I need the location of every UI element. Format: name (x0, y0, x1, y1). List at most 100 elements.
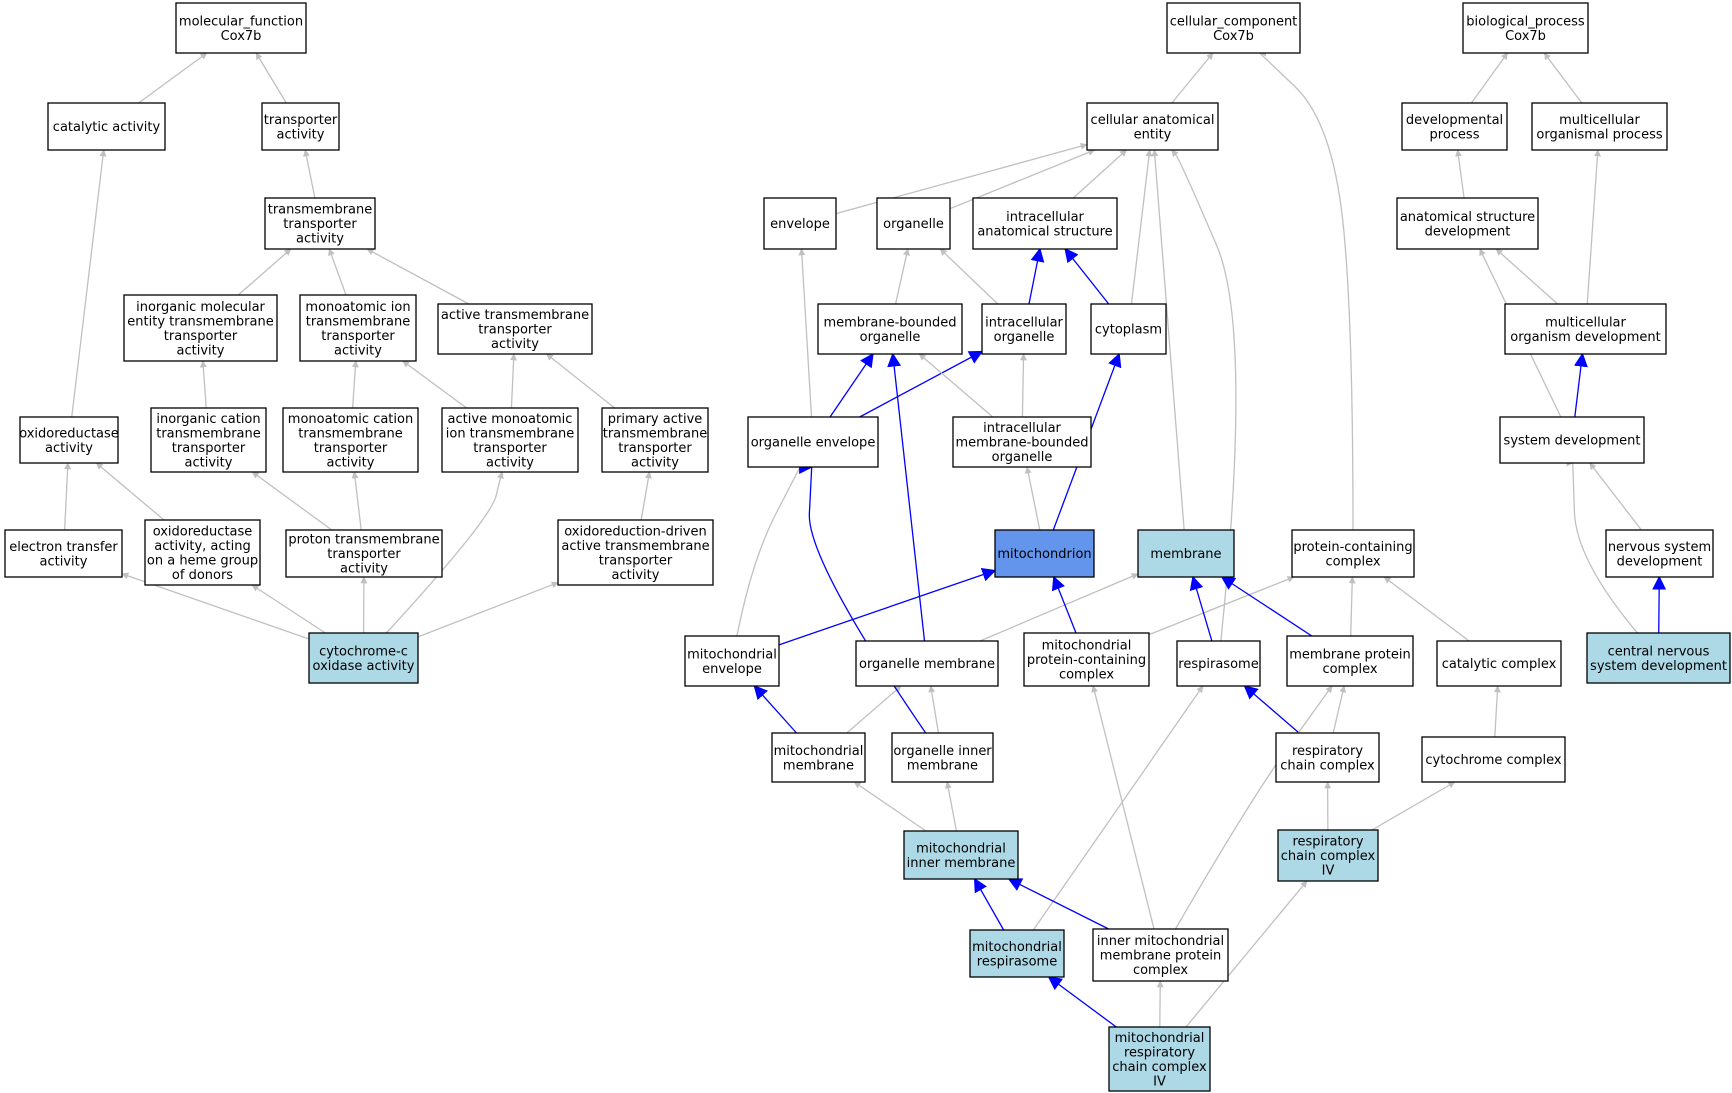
term-label-line: anatomical structure (977, 224, 1112, 239)
edge-mresp-to-respirasome (1032, 685, 1204, 931)
term-box (285, 529, 443, 578)
edge-io-to-ias (1028, 247, 1045, 305)
term-label-line: transporter (314, 441, 388, 456)
term-label-line: activity (327, 455, 375, 470)
term-label-line: transmembrane (156, 426, 261, 441)
term-label-line: membrane-bounded (955, 436, 1088, 451)
term-label-line: membrane-bounded (823, 315, 956, 330)
term-label-line: membrane protein (1289, 647, 1410, 662)
term-node-membrane[interactable]: membrane (1137, 529, 1235, 578)
term-node-respirasome[interactable]: respirasome (1176, 640, 1261, 687)
term-label-line: activity (177, 343, 225, 358)
term-box (1401, 102, 1508, 151)
edge-multiproc-to-bp (1543, 52, 1583, 104)
edge-nsd-to-sysdev (1589, 462, 1642, 531)
term-node-cytcomplex[interactable]: cytochrome complex (1421, 736, 1566, 783)
term-node-organelle[interactable]: organelle (876, 197, 951, 250)
term-node-monoion[interactable]: monoatomic iontransmembranetransporterac… (299, 294, 417, 362)
edge-mpcc-to-mito (1051, 575, 1077, 634)
term-box (308, 632, 419, 684)
term-box (1108, 1026, 1211, 1092)
term-node-sysdev[interactable]: system development (1499, 416, 1645, 464)
term-node-oenv[interactable]: organelle envelope (747, 416, 879, 468)
term-node-catcomplex[interactable]: catalytic complex (1436, 640, 1562, 687)
term-label-line: organelle envelope (751, 436, 876, 451)
edge-respirasome-to-cae (1171, 147, 1237, 642)
term-box (1275, 732, 1380, 783)
term-label-line: mitochondrial (774, 744, 864, 759)
term-node-envelope[interactable]: envelope (763, 197, 837, 250)
edge-pcc-to-cc (1259, 52, 1354, 531)
term-label-line: membrane protein (1100, 949, 1221, 964)
edge-oenv-to-io (859, 350, 984, 418)
edge-mim-to-mmem (853, 781, 927, 832)
edge-cae-to-cc (1171, 52, 1214, 104)
edge-tmt-to-transporter (303, 149, 316, 199)
term-label-line: complex (1059, 668, 1114, 683)
term-label-line: organelle (883, 217, 944, 232)
edge-cytoc-to-oxiheme (251, 584, 326, 634)
term-label-line: transporter (478, 323, 552, 338)
term-label-line: complex (1325, 554, 1380, 569)
term-box (282, 407, 419, 473)
term-node-mito[interactable]: mitochondrion (994, 529, 1095, 578)
term-box (1166, 2, 1301, 54)
term-label-line: primary active (608, 412, 703, 427)
term-label-line: transporter (473, 441, 547, 456)
term-node-inorgcat[interactable]: inorganic cationtransmembranetransporter… (150, 407, 267, 473)
term-node-primaryactive[interactable]: primary activetransmembranetransporterac… (601, 407, 709, 473)
term-node-cytoplasm[interactable]: cytoplasm (1090, 303, 1167, 355)
term-label-line: activity (612, 568, 660, 583)
term-label-line: activity (296, 232, 344, 247)
term-box (1499, 416, 1645, 464)
term-box (441, 407, 579, 473)
term-label-line: monoatomic ion (305, 300, 410, 315)
term-label-line: respirasome (977, 954, 1057, 969)
term-label-line: oxidoreductase (19, 426, 119, 441)
term-label-line: activity (334, 343, 382, 358)
term-node-omem[interactable]: organelle membrane (855, 640, 999, 687)
term-box (771, 732, 866, 783)
term-node-catalytic[interactable]: catalytic activity (47, 102, 166, 151)
term-label-line: central nervous (1608, 644, 1710, 659)
term-node-monocat[interactable]: monoatomic cationtransmembranetransporte… (282, 407, 419, 473)
edge-imbo-to-mbo (918, 353, 994, 418)
